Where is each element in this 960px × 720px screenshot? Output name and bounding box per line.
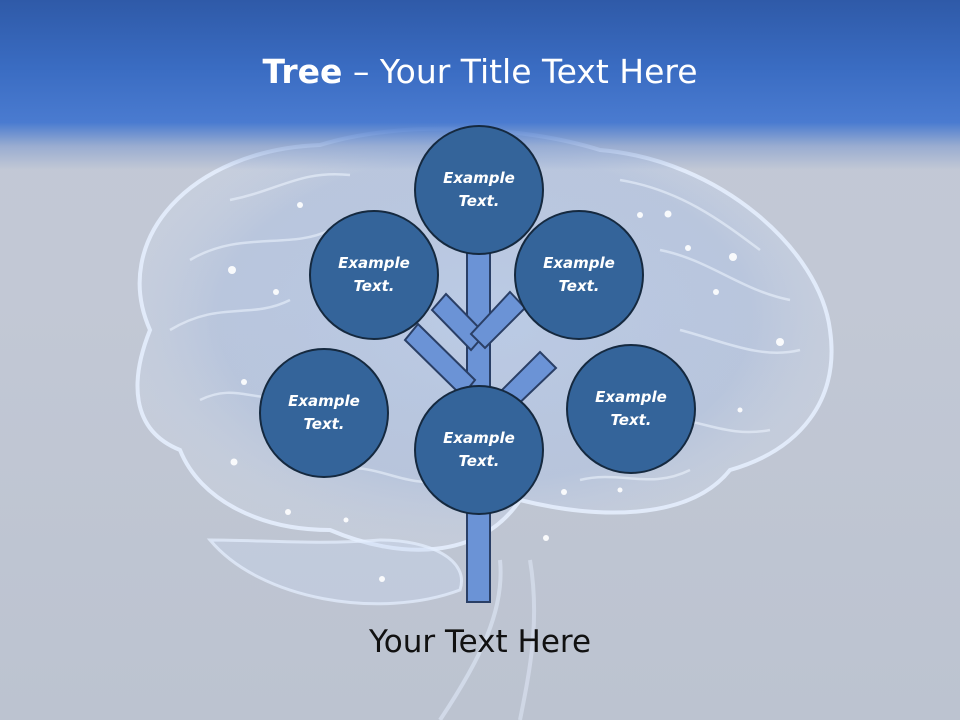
tree-node-label: Example Text. — [543, 254, 615, 295]
footer-text: Your Text Here — [368, 624, 592, 660]
tree-node-upper-left: Example Text. — [309, 210, 439, 340]
title-separator: – — [342, 52, 380, 91]
tree-node-lower-left: Example Text. — [259, 348, 389, 478]
tree-node-top: Example Text. — [414, 125, 544, 255]
tree-node-label: Example Text. — [443, 169, 515, 210]
tree-node-center: Example Text. — [414, 385, 544, 515]
tree-node-label: Example Text. — [288, 392, 360, 433]
title-text: Your Title Text Here — [379, 52, 698, 91]
tree-node-label: Example Text. — [595, 388, 667, 429]
tree-node-label: Example Text. — [338, 254, 410, 295]
tree-node-upper-right: Example Text. — [514, 210, 644, 340]
slide-title: Tree – Your Title Text Here — [0, 52, 960, 91]
tree-node-lower-right: Example Text. — [566, 344, 696, 474]
title-emphasis: Tree — [262, 52, 343, 91]
tree-node-label: Example Text. — [443, 429, 515, 470]
title-bar: Tree – Your Title Text Here — [0, 0, 960, 170]
tree-branch-left-low — [403, 322, 477, 398]
